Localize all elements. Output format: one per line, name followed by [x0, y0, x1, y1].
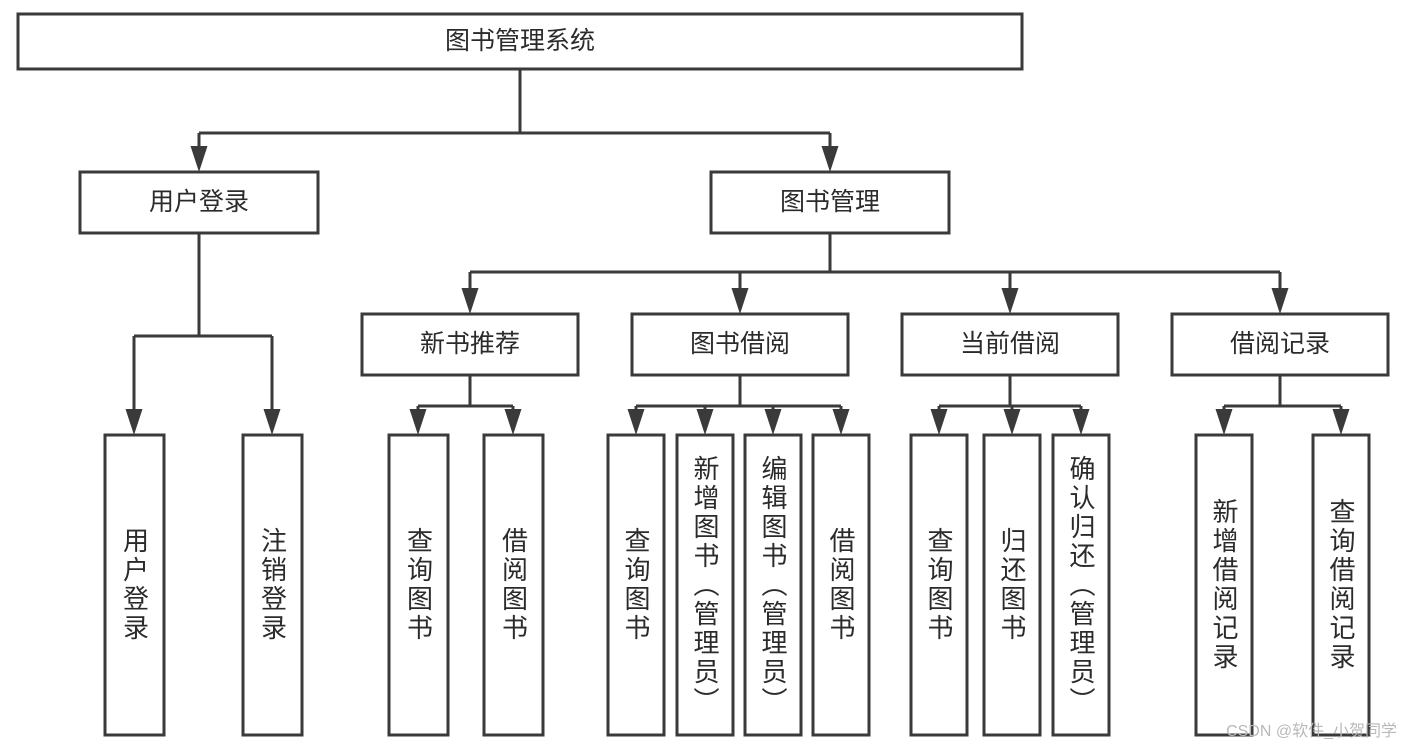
- conn-current-to-leaves: [930, 375, 1090, 435]
- node-leaf-add-book-admin[interactable]: [675, 433, 735, 737]
- arrow-head-icon: [263, 409, 281, 435]
- arrow-head-icon: [731, 288, 749, 314]
- node-label-book-management: 图书管理: [780, 188, 880, 216]
- connectors-layer: [125, 69, 1350, 435]
- node-book-management[interactable]: 图书管理: [709, 170, 951, 235]
- arrow-head-icon: [409, 409, 427, 435]
- node-box-leaf-user-login[interactable]: [103, 433, 166, 737]
- arrow-head-icon: [1072, 409, 1090, 435]
- node-box-leaf-return-book[interactable]: [982, 433, 1042, 737]
- arrow-head-icon: [764, 409, 782, 435]
- arrow-head-icon: [504, 409, 522, 435]
- arrow-head-icon: [1332, 409, 1350, 435]
- node-label-root: 图书管理系统: [445, 27, 595, 55]
- node-box-leaf-logout-login[interactable]: [241, 433, 304, 737]
- node-box-leaf-add-book-admin[interactable]: [675, 433, 735, 737]
- conn-userlogin-to-leaves: [125, 233, 281, 435]
- arrow-head-icon: [1215, 409, 1233, 435]
- node-leaf-user-login[interactable]: [103, 433, 166, 737]
- conn-record-to-leaves: [1215, 375, 1350, 435]
- node-label-user-login: 用户登录: [149, 188, 249, 216]
- arrow-head-icon: [461, 288, 479, 314]
- node-box-book-management[interactable]: [709, 170, 951, 235]
- node-leaf-borrow-book-recommend[interactable]: [482, 433, 545, 737]
- node-box-root[interactable]: [16, 12, 1024, 71]
- arrow-head-icon: [190, 146, 208, 172]
- arrow-head-icon: [821, 146, 839, 172]
- node-label-book-borrow: 图书借阅: [690, 330, 790, 358]
- conn-recommend-to-leaves: [409, 375, 522, 435]
- arrow-head-icon: [125, 409, 143, 435]
- node-root[interactable]: 图书管理系统: [16, 12, 1024, 71]
- node-leaf-logout-login[interactable]: [241, 433, 304, 737]
- arrow-head-icon: [696, 409, 714, 435]
- conn-bookmgmt-to-level3: [461, 233, 1289, 314]
- arrow-head-icon: [627, 409, 645, 435]
- node-box-leaf-query-borrow-record[interactable]: [1311, 433, 1371, 737]
- node-current-borrow[interactable]: 当前借阅: [900, 312, 1120, 377]
- node-box-new-book-recommend[interactable]: [360, 312, 580, 377]
- node-label-current-borrow: 当前借阅: [960, 330, 1060, 358]
- arrow-head-icon: [1003, 409, 1021, 435]
- conn-borrow-to-leaves: [627, 375, 850, 435]
- arrow-head-icon: [832, 409, 850, 435]
- node-label-new-book-recommend: 新书推荐: [420, 330, 520, 358]
- node-user-login[interactable]: 用户登录: [78, 170, 320, 235]
- node-leaf-return-book[interactable]: [982, 433, 1042, 737]
- node-leaf-query-book-current[interactable]: [909, 433, 969, 737]
- node-leaf-borrow-book[interactable]: [811, 433, 871, 737]
- node-box-leaf-query-book-current[interactable]: [909, 433, 969, 737]
- node-box-leaf-borrow-book[interactable]: [811, 433, 871, 737]
- node-new-book-recommend[interactable]: 新书推荐: [360, 312, 580, 377]
- node-leaf-add-borrow-record[interactable]: [1194, 433, 1254, 737]
- node-borrow-record[interactable]: 借阅记录: [1170, 312, 1390, 377]
- arrow-head-icon: [930, 409, 948, 435]
- node-box-borrow-record[interactable]: [1170, 312, 1390, 377]
- node-box-leaf-confirm-return-admin[interactable]: [1051, 433, 1111, 737]
- node-leaf-edit-book-admin[interactable]: [743, 433, 803, 737]
- arrow-head-icon: [1001, 288, 1019, 314]
- node-leaf-query-borrow-record[interactable]: [1311, 433, 1371, 737]
- node-box-leaf-borrow-book-recommend[interactable]: [482, 433, 545, 737]
- node-box-current-borrow[interactable]: [900, 312, 1120, 377]
- node-box-leaf-query-book-recommend[interactable]: [387, 433, 450, 737]
- node-box-leaf-edit-book-admin[interactable]: [743, 433, 803, 737]
- node-leaf-confirm-return-admin[interactable]: [1051, 433, 1111, 737]
- node-box-leaf-add-borrow-record[interactable]: [1194, 433, 1254, 737]
- node-box-leaf-query-book-borrow[interactable]: [606, 433, 666, 737]
- node-book-borrow[interactable]: 图书借阅: [630, 312, 850, 377]
- node-leaf-query-book-recommend[interactable]: [387, 433, 450, 737]
- node-box-book-borrow[interactable]: [630, 312, 850, 377]
- arrow-head-icon: [1271, 288, 1289, 314]
- conn-root-to-level2: [190, 69, 839, 172]
- node-box-user-login[interactable]: [78, 170, 320, 235]
- node-leaf-query-book-borrow[interactable]: [606, 433, 666, 737]
- node-label-borrow-record: 借阅记录: [1230, 330, 1330, 358]
